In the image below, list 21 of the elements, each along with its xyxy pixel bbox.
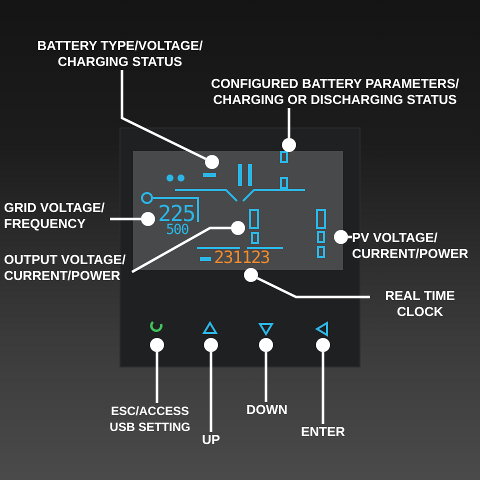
button-label: DOWN — [240, 402, 294, 418]
leader-line — [156, 352, 158, 403]
leader-line — [264, 352, 268, 402]
leader-line — [110, 218, 141, 220]
callout-text: GRID VOLTAGE/ FREQUENCY — [4, 200, 110, 232]
button-label: ENTER — [290, 424, 356, 440]
callout-text: BATTERY TYPE/VOLTAGE/ CHARGING STATUS — [20, 38, 220, 70]
leader-line — [322, 352, 324, 424]
callout-text: CONFIGURED BATTERY PARAMETERS/ CHARGING OR DISCHARGING STATUS — [195, 76, 475, 108]
leader-line — [288, 108, 290, 138]
leader-line — [348, 236, 352, 238]
button-label: ESC/ACCESS USB SETTING — [97, 403, 203, 435]
callout-text: PV VOLTAGE/ CURRENT/POWER — [352, 230, 480, 262]
callout-text: REAL TIME CLOCK — [370, 288, 470, 320]
callout-text: OUTPUT VOLTAGE/ CURRENT/POWER — [4, 252, 132, 284]
button-label: UP — [195, 432, 227, 448]
leader-line — [131, 226, 231, 274]
leader-line — [120, 70, 206, 160]
lcd-digits: 500 — [166, 223, 188, 237]
leader-line — [256, 276, 370, 298]
lcd-digits: 231123 — [214, 250, 270, 267]
